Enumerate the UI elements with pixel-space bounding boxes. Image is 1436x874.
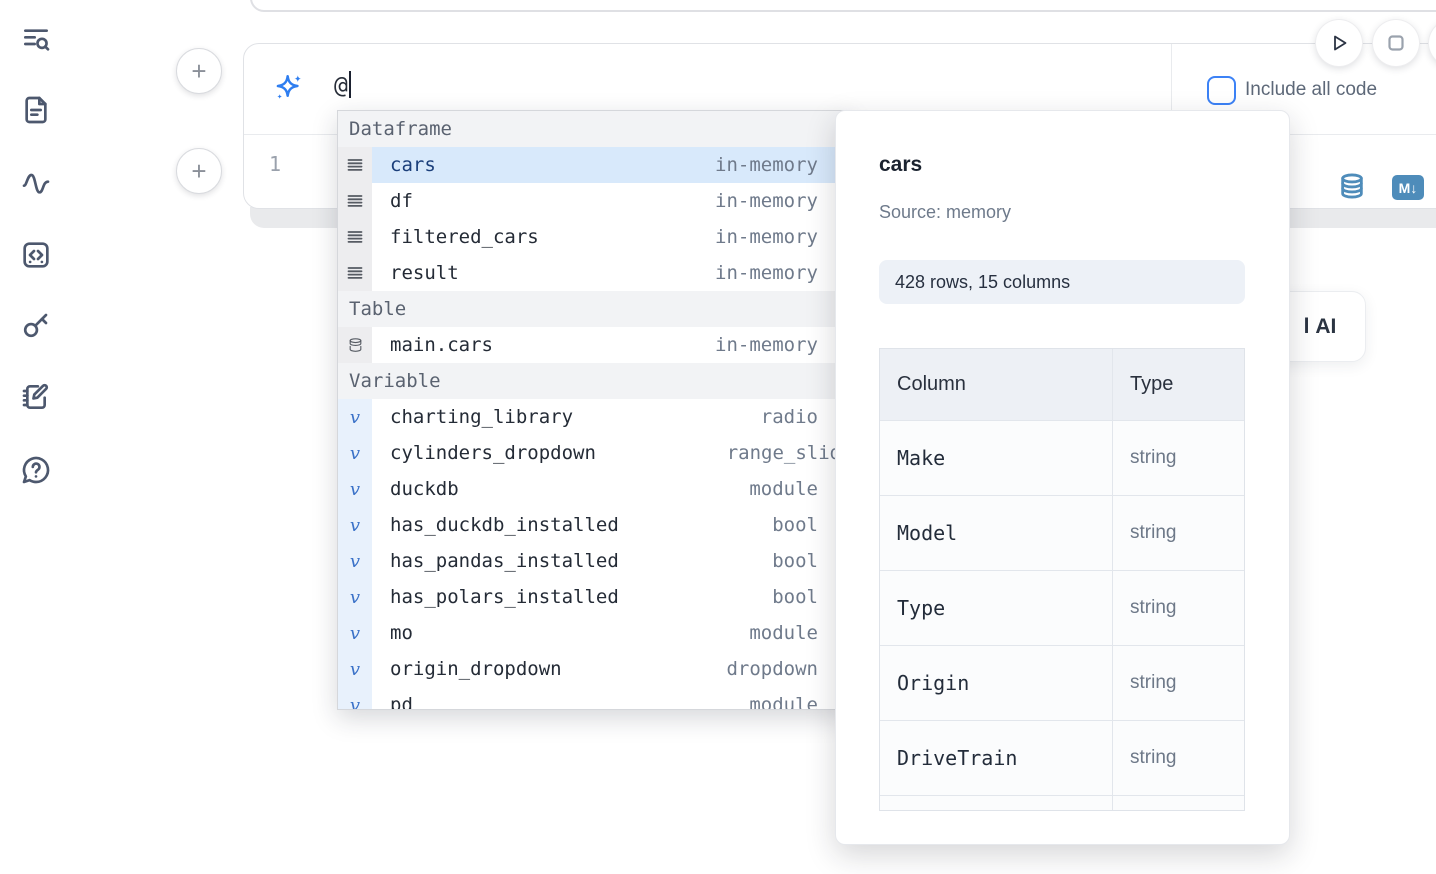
variable-icon: v [338, 471, 372, 507]
table-row: Make string [880, 421, 1244, 496]
preview-schema-table: Column Type Make string Model string Typ… [879, 348, 1245, 811]
column-header: Column [880, 349, 1113, 420]
autocomplete-item-has-duckdb-installed[interactable]: v has_duckdb_installed bool [338, 507, 848, 543]
table-row: Model string [880, 496, 1244, 571]
sparkles-icon [273, 72, 305, 104]
table-icon [338, 327, 372, 363]
code-snippets-icon[interactable] [20, 239, 52, 271]
table-row-partial [880, 796, 1244, 810]
autocomplete-item-cylinders-dropdown[interactable]: v cylinders_dropdown range_slider [338, 435, 848, 471]
autocomplete-item-pd[interactable]: v pd module [338, 687, 848, 709]
variable-icon: v [338, 399, 372, 435]
variable-icon: v [338, 615, 372, 651]
autocomplete-item-main-cars[interactable]: main.cars in-memory [338, 327, 848, 363]
autocomplete-section-header: Variable [338, 363, 848, 399]
variable-icon: v [338, 651, 372, 687]
include-all-code-label: Include all code [1245, 79, 1378, 100]
autocomplete-item-mo[interactable]: v mo module [338, 615, 848, 651]
add-cell-above-button[interactable]: + [176, 48, 222, 94]
extra-button[interactable] [1429, 20, 1436, 66]
markdown-icon[interactable]: M↓ [1392, 175, 1424, 200]
activity-icon[interactable] [20, 167, 52, 199]
add-cell-below-button[interactable]: + [176, 148, 222, 194]
table-header-row: Column Type [880, 349, 1244, 421]
variable-icon: v [338, 543, 372, 579]
sidebar [0, 0, 72, 874]
text-caret [348, 71, 351, 98]
include-all-code-checkbox[interactable] [1207, 76, 1236, 105]
variable-icon: v [338, 687, 372, 709]
line-number: 1 [269, 152, 282, 176]
table-row: Origin string [880, 646, 1244, 721]
preview-title: cars [879, 153, 923, 176]
variable-icon: v [338, 435, 372, 471]
autocomplete-popup: Dataframe cars in-memory df in-memory fi… [337, 110, 849, 710]
type-header: Type [1130, 373, 1174, 395]
variable-icon: v [338, 579, 372, 615]
run-cell-button[interactable] [1316, 20, 1362, 66]
autocomplete-item-df[interactable]: df in-memory [338, 183, 848, 219]
autocomplete-item-duckdb[interactable]: v duckdb module [338, 471, 848, 507]
autocomplete-item-has-polars-installed[interactable]: v has_polars_installed bool [338, 579, 848, 615]
variable-icon: v [338, 507, 372, 543]
help-chat-icon[interactable] [20, 454, 52, 486]
dataframe-preview-panel: cars Source: memory 428 rows, 15 columns… [835, 110, 1290, 845]
preview-source: Source: memory [879, 202, 1012, 222]
autocomplete-section-header: Table [338, 291, 848, 327]
previous-cell-edge [250, 0, 1436, 12]
preview-shape-badge: 428 rows, 15 columns [879, 260, 1245, 304]
autocomplete-item-has-pandas-installed[interactable]: v has_pandas_installed bool [338, 543, 848, 579]
divider [1171, 44, 1172, 134]
autocomplete-item-result[interactable]: result in-memory [338, 255, 848, 291]
table-row: DriveTrain string [880, 721, 1244, 796]
database-icon[interactable] [1338, 169, 1366, 203]
notebook-search-icon[interactable] [20, 24, 52, 56]
ai-prompt-row: @ Include all code [244, 44, 1436, 134]
autocomplete-item-origin-dropdown[interactable]: v origin_dropdown dropdown [338, 651, 848, 687]
document-icon[interactable] [20, 94, 52, 126]
key-icon[interactable] [20, 309, 52, 341]
autocomplete-item-cars[interactable]: cars in-memory [338, 147, 848, 183]
scratchpad-icon[interactable] [20, 381, 52, 413]
ai-prompt-input[interactable]: @ [334, 71, 351, 99]
dataframe-icon [338, 219, 372, 255]
autocomplete-item-charting-library[interactable]: v charting_library radio [338, 399, 848, 435]
dataframe-icon [338, 255, 372, 291]
autocomplete-section-header: Dataframe [338, 111, 848, 147]
table-row: Type string [880, 571, 1244, 646]
autocomplete-item-filtered-cars[interactable]: filtered_cars in-memory [338, 219, 848, 255]
dataframe-icon [338, 147, 372, 183]
stop-button[interactable] [1373, 20, 1419, 66]
dataframe-icon [338, 183, 372, 219]
